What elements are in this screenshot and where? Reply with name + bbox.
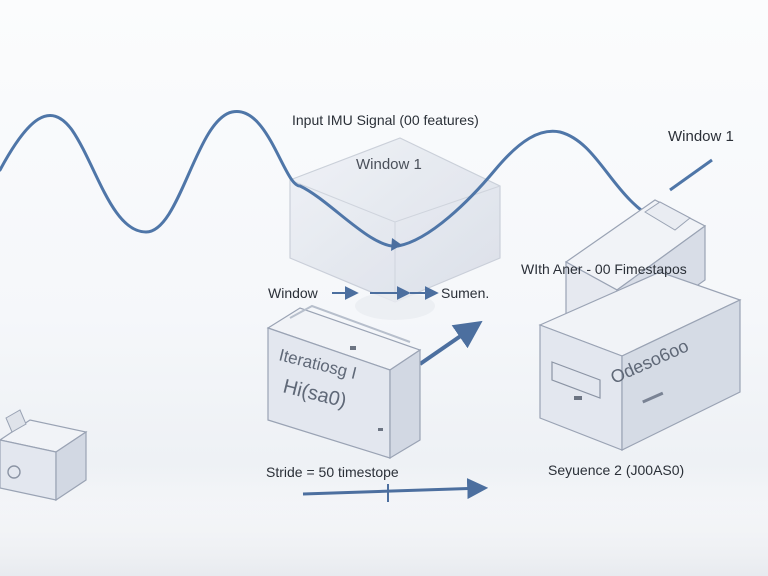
window-slice-line [669,158,713,192]
diagonal-arrow [418,320,483,366]
stride-arrow [302,478,489,500]
window-cube [289,137,501,320]
floor-shadow [0,470,768,576]
right-box-lower [538,271,742,451]
sensor-device [0,409,88,502]
summary-label: Sumen. [441,285,490,301]
window-top-right-label: Window 1 [668,128,734,145]
window-left-label: Window [268,285,318,301]
imu-signal-wave [0,110,652,248]
wave-arrow-icon [391,238,402,251]
left-box [266,304,422,460]
with-timesteps-label: WIth Aner - 00 Fimestapos [521,261,687,277]
stride-label: Stride = 50 timestope [266,464,399,480]
sequence-label: Seyuence 2 (J00AS0) [548,462,685,478]
window-center-label: Window 1 [356,156,422,173]
input-signal-label: Input IMU Signal (00 features) [292,112,479,128]
